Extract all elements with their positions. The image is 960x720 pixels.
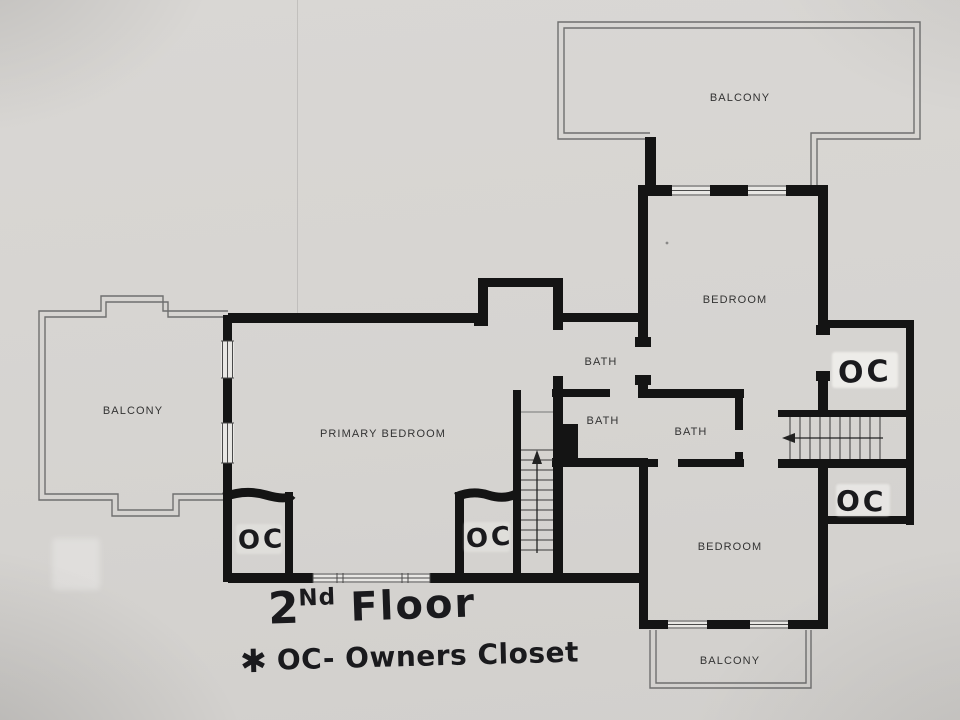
whiteout-patch bbox=[464, 522, 510, 552]
room-label-primary-bedroom: PRIMARY BEDROOM bbox=[320, 428, 446, 440]
window bbox=[668, 620, 707, 629]
title-word: Floor bbox=[349, 580, 477, 631]
wall-segment bbox=[639, 467, 648, 628]
balcony-outline-inner bbox=[563, 27, 915, 187]
door-jamb bbox=[816, 325, 830, 335]
walls bbox=[223, 137, 914, 629]
wall-segment bbox=[818, 371, 828, 417]
handwritten-oc-primary-mid: OC bbox=[465, 521, 515, 555]
wall-segment bbox=[430, 573, 648, 583]
whiteout-patch bbox=[832, 352, 898, 388]
wall-segment bbox=[778, 410, 914, 417]
wall-segment bbox=[478, 278, 488, 323]
room-label-bath-1: BATH bbox=[585, 356, 618, 368]
balcony-top-outline bbox=[557, 21, 921, 187]
stair-direction-arrow-left bbox=[782, 433, 883, 443]
wall-segment bbox=[645, 137, 656, 189]
stair-direction-arrow-up bbox=[532, 450, 542, 553]
room-label-bedroom-top: BEDROOM bbox=[703, 294, 768, 306]
wall-segment bbox=[710, 185, 748, 196]
scan-speck bbox=[665, 241, 669, 245]
whiteout-patch bbox=[236, 524, 282, 554]
wall-segment bbox=[223, 315, 232, 341]
balcony-outline-outer bbox=[38, 295, 228, 517]
title-ordinal-superscript: Nd bbox=[297, 584, 337, 612]
balcony-left-outline bbox=[38, 295, 228, 517]
room-label-balcony-top: BALCONY bbox=[710, 92, 770, 104]
room-label-bath-3: BATH bbox=[675, 426, 708, 438]
room-label-bedroom-bottom: BEDROOM bbox=[698, 541, 763, 553]
wall-segment bbox=[648, 459, 658, 467]
wall-segment bbox=[640, 185, 672, 196]
paper-glare-patch bbox=[52, 538, 100, 590]
wall-segment bbox=[228, 313, 486, 323]
wall-segment bbox=[906, 320, 914, 418]
window bbox=[748, 185, 786, 196]
windows bbox=[221, 185, 788, 629]
wall-segment bbox=[223, 378, 232, 423]
legend-text: OC- Owners Closet bbox=[276, 635, 580, 677]
wall-segment bbox=[707, 620, 750, 629]
balcony-outline-inner bbox=[44, 301, 228, 511]
wall-segment bbox=[222, 487, 296, 503]
window bbox=[312, 573, 431, 583]
handwritten-oc-bottom-right: OC bbox=[835, 484, 887, 519]
wall-segment bbox=[285, 492, 293, 582]
closet-wavy-walls bbox=[222, 487, 519, 503]
room-label-balcony-left: BALCONY bbox=[103, 405, 163, 417]
wall-segment bbox=[778, 459, 914, 468]
wall-segment bbox=[455, 492, 464, 575]
balcony-outline-inner bbox=[655, 630, 807, 684]
title-number: 2 bbox=[267, 582, 300, 635]
door-jamb bbox=[635, 337, 651, 347]
wall-segment bbox=[223, 463, 232, 573]
window bbox=[221, 422, 234, 464]
wall-segment bbox=[228, 573, 313, 583]
handwritten-oc-top-right: OC bbox=[837, 354, 893, 391]
wall-segment bbox=[735, 389, 743, 430]
window bbox=[221, 340, 234, 379]
room-label-balcony-bottom: BALCONY bbox=[700, 655, 760, 667]
room-label-bath-2: BATH bbox=[587, 415, 620, 427]
wall-segment bbox=[786, 185, 828, 196]
balcony-outline-outer bbox=[649, 630, 812, 689]
wall-segment bbox=[640, 389, 744, 398]
wall-segment bbox=[818, 320, 914, 328]
door-jamb bbox=[735, 452, 743, 461]
stair-horizontal bbox=[782, 417, 883, 459]
whiteout-patch bbox=[836, 484, 890, 516]
wall-segment bbox=[553, 278, 563, 330]
wall-segment bbox=[552, 389, 610, 397]
wall-segment bbox=[553, 376, 563, 583]
wall-segment bbox=[818, 468, 828, 518]
wall-segment bbox=[906, 417, 914, 525]
window bbox=[750, 620, 788, 629]
wall-segment bbox=[788, 620, 828, 629]
wall-segment bbox=[562, 424, 578, 460]
wall-segment bbox=[552, 458, 648, 467]
window bbox=[672, 185, 710, 196]
balcony-outline-outer bbox=[557, 21, 921, 187]
wall-segment bbox=[513, 390, 521, 583]
handwritten-title: 2Nd Floor bbox=[267, 576, 477, 634]
asterisk-mark: ✱ bbox=[239, 641, 268, 681]
wall-segment bbox=[478, 278, 563, 287]
wall-segment bbox=[818, 524, 828, 629]
handwritten-oc-primary-left: OC bbox=[237, 524, 286, 556]
stair-vertical bbox=[521, 411, 553, 553]
wall-segment bbox=[818, 187, 828, 333]
balcony-bottom-outline bbox=[649, 630, 812, 689]
paper-fold-line bbox=[297, 0, 298, 313]
wall-segment bbox=[678, 459, 744, 467]
wall-segment bbox=[638, 375, 648, 398]
wall-segment bbox=[562, 313, 648, 322]
wall-segment bbox=[639, 620, 668, 629]
wall-segment bbox=[454, 488, 519, 502]
wall-segment bbox=[818, 516, 914, 524]
wall-segment bbox=[638, 185, 648, 347]
